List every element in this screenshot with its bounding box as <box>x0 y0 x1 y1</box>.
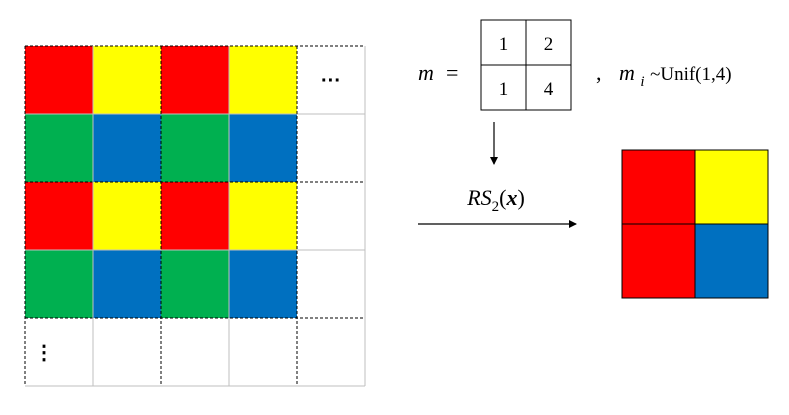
mask-cell: 1 <box>499 79 509 100</box>
mask-variable-label: m <box>418 60 434 85</box>
mask-equation: m = 1 2 1 4 , m i ~Unif(1,4) <box>418 19 732 111</box>
input-cell-red <box>25 182 93 250</box>
output-cell-blue <box>694 223 769 299</box>
output-cell-red <box>621 223 696 299</box>
operator-open-paren: ( <box>499 185 506 210</box>
distribution-variable: m <box>619 60 635 85</box>
input-cell-yellow <box>229 46 297 114</box>
input-cell-red <box>25 46 93 114</box>
input-cell-blue <box>93 114 161 182</box>
distribution-subscript: i <box>640 74 644 90</box>
operator-close-paren: ) <box>517 185 524 210</box>
input-cell-green <box>25 250 93 318</box>
distribution-text: ~Unif(1,4) <box>650 64 732 85</box>
output-image-grid <box>621 149 769 299</box>
operator-argument: x <box>505 185 517 210</box>
mask-cell: 1 <box>499 34 509 55</box>
input-cell-red <box>161 182 229 250</box>
input-cell-blue <box>93 250 161 318</box>
input-cell-green <box>161 250 229 318</box>
horizontal-ellipsis: ··· <box>321 70 341 92</box>
output-cell-red <box>621 149 696 225</box>
input-cell-yellow <box>229 182 297 250</box>
input-cell-yellow <box>93 182 161 250</box>
mask-distribution: , m i ~Unif(1,4) <box>596 60 732 91</box>
input-cell-blue <box>229 250 297 318</box>
input-cell-yellow <box>93 46 161 114</box>
operator-subscript: 2 <box>492 199 500 215</box>
operator-label: RS2(x) <box>466 185 525 215</box>
input-colored-cells <box>25 46 297 318</box>
input-image-grid: ··· ⋮ <box>24 45 366 387</box>
input-cell-green <box>25 114 93 182</box>
input-grid-lines <box>24 45 366 387</box>
distribution-comma: , <box>596 60 602 85</box>
input-cell-green <box>161 114 229 182</box>
operator-name: RS <box>466 185 491 210</box>
mask-cell: 4 <box>544 79 554 100</box>
input-cell-red <box>161 46 229 114</box>
mask-cell: 2 <box>544 34 554 55</box>
input-cell-blue <box>229 114 297 182</box>
mask-table: 1 2 1 4 <box>480 19 572 111</box>
mask-equals-sign: = <box>446 60 458 85</box>
output-cell-yellow <box>694 149 769 225</box>
vertical-ellipsis: ⋮ <box>34 342 54 364</box>
